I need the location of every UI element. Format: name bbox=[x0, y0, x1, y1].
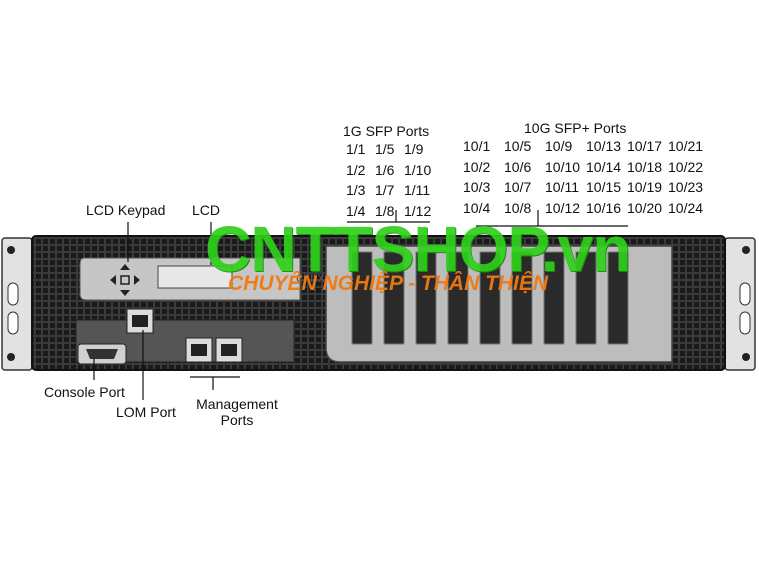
sfp-10g-port-number: 10/20 bbox=[627, 199, 663, 216]
sfp-1g-port-number: 1/11 bbox=[404, 182, 431, 198]
management-ports-label: Management Ports bbox=[190, 396, 284, 428]
management-port-2 bbox=[215, 337, 243, 363]
leader-lines bbox=[93, 210, 628, 400]
sfp-10g-port-number: 10/24 bbox=[668, 199, 704, 216]
sfp-1g-row: 1/1 1/5 1/9 bbox=[346, 139, 433, 160]
sfp-10g-port-number: 10/19 bbox=[627, 179, 663, 195]
sfp-10g-port-number: 10/15 bbox=[586, 179, 622, 195]
sfp-10g-port-number: 10/13 bbox=[586, 138, 622, 154]
sfp-1g-port-number: 1/10 bbox=[404, 161, 432, 178]
lcd-panel bbox=[79, 257, 301, 301]
sfp-1g-port-number: 1/6 bbox=[375, 161, 395, 178]
sfp-1g-title: 1G SFP Ports bbox=[343, 123, 430, 139]
sfp-10g-port-number: 10/14 bbox=[586, 158, 622, 175]
lcd-keypad-buttons bbox=[110, 264, 140, 296]
sfp-10g-row: 10/4 10/8 10/12 10/16 10/20 10/24 bbox=[463, 198, 709, 219]
sfp-1g-port-number: 1/9 bbox=[404, 141, 424, 157]
sfp-1g-port-number: 1/1 bbox=[346, 141, 366, 157]
sfp-10g-port-number: 10/16 bbox=[586, 199, 622, 216]
sfp-10g-port-number: 10/12 bbox=[545, 199, 581, 216]
left-rack-ear bbox=[1, 237, 33, 371]
sfp-10g-port-number: 10/7 bbox=[504, 179, 532, 195]
device-brand: citrix bbox=[296, 269, 325, 285]
sfp-10g-row: 10/3 10/7 10/11 10/15 10/19 10/23 bbox=[463, 177, 709, 198]
sfp-1g-port-number: 1/12 bbox=[404, 202, 432, 219]
sfp-10g-port-number: 10/3 bbox=[463, 179, 491, 195]
sfp-1g-row: 1/2 1/6 1/10 bbox=[346, 160, 433, 181]
sfp-10g-port-number: 10/8 bbox=[504, 199, 532, 216]
sfp-1g-port-number: 1/5 bbox=[375, 141, 395, 157]
sfp-10g-port-number: 10/10 bbox=[545, 158, 581, 175]
sfp-1g-row: 1/3 1/7 1/11 bbox=[346, 180, 433, 201]
sfp-1g-port-number: 1/8 bbox=[375, 202, 395, 219]
lcd-keypad-label: LCD Keypad bbox=[86, 202, 166, 218]
console-port-label: Console Port bbox=[44, 384, 125, 400]
sfp-10g-title: 10G SFP+ Ports bbox=[524, 120, 627, 136]
sfp-10g-port-number: 10/6 bbox=[504, 158, 532, 175]
sfp-1g-row: 1/4 1/8 1/12 bbox=[346, 201, 433, 222]
sfp-1g-port-number: 1/2 bbox=[346, 161, 366, 178]
console-port bbox=[77, 343, 127, 365]
sfp-1g-port-number: 1/3 bbox=[346, 182, 366, 198]
sfp-10g-port-number: 10/4 bbox=[463, 199, 491, 216]
sfp-1g-port-number: 1/4 bbox=[346, 202, 366, 219]
lom-port-label: LOM Port bbox=[116, 404, 176, 420]
management-label-line1: Management bbox=[196, 396, 278, 412]
watermark-subtitle: CHUYÊN NGHIỆP - THÂN THIỆN bbox=[228, 272, 549, 295]
sfp-10g-port-number: 10/21 bbox=[668, 138, 704, 154]
sfp-10g-port-number: 10/9 bbox=[545, 138, 573, 154]
sfp-10g-port-number: 10/11 bbox=[545, 179, 579, 195]
ports-1g-grid: 1/1 1/5 1/9 1/2 1/6 1/10 1/3 1/7 1/11 1/4 1/8 1/12 bbox=[346, 139, 433, 221]
sfp-10g-port-number: 10/1 bbox=[463, 138, 491, 154]
sfp-10g-port-number: 10/17 bbox=[627, 138, 663, 154]
management-label-line2: Ports bbox=[220, 412, 254, 428]
sfp-10g-port-number: 10/23 bbox=[668, 179, 704, 195]
watermark-title: CNTTSHOP.vn bbox=[205, 213, 631, 285]
sfp-1g-port-number: 1/7 bbox=[375, 182, 395, 198]
sfp-10g-port-number: 10/5 bbox=[504, 138, 532, 154]
sfp-10g-row: 10/1 10/5 10/9 10/13 10/17 10/21 bbox=[463, 136, 709, 157]
right-rack-ear bbox=[724, 237, 756, 371]
sfp-10g-port-number: 10/22 bbox=[668, 158, 704, 175]
lom-port bbox=[126, 308, 154, 334]
management-port-1 bbox=[185, 337, 213, 363]
ports-10g-grid: 10/1 10/5 10/9 10/13 10/17 10/21 10/2 10/6 10/10… bbox=[463, 136, 709, 218]
sfp-10g-row: 10/2 10/6 10/10 10/14 10/18 10/22 bbox=[463, 157, 709, 178]
sfp-10g-port-number: 10/18 bbox=[627, 158, 663, 175]
sfp-10g-port-number: 10/2 bbox=[463, 158, 491, 175]
sfp-cages bbox=[351, 251, 629, 345]
lcd-label: LCD bbox=[192, 202, 221, 218]
